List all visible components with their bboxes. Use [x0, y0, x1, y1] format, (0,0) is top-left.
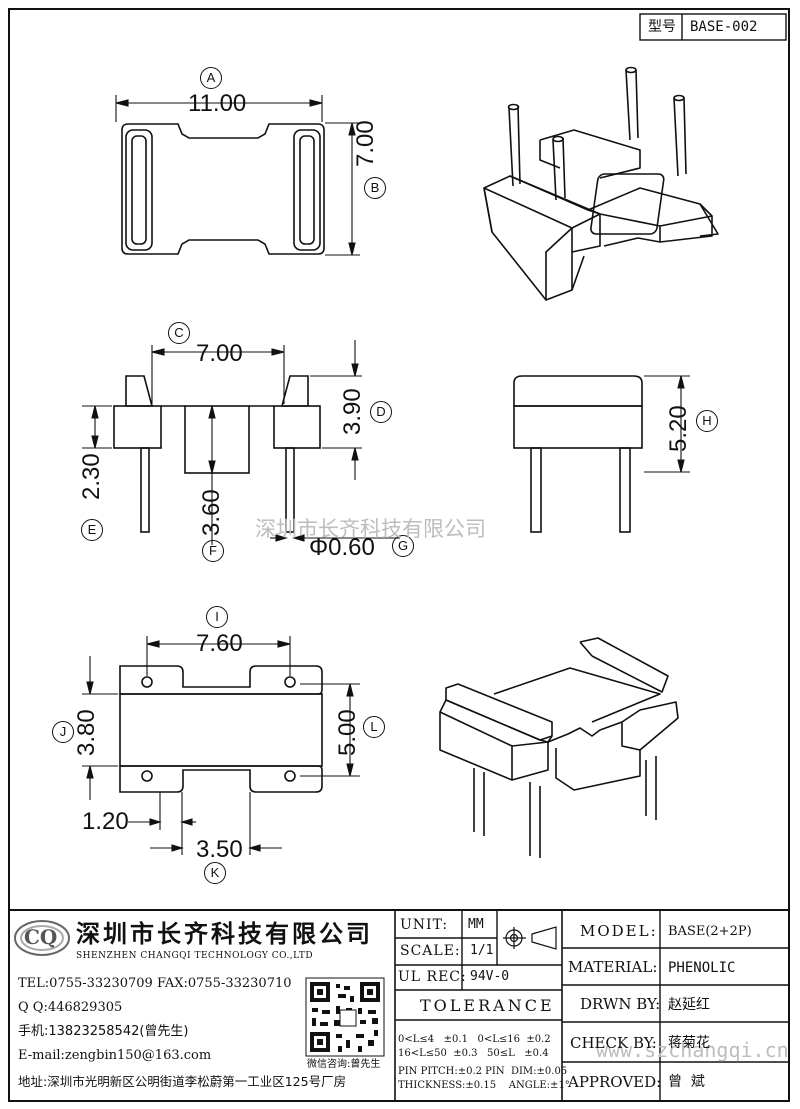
- type-label: 型号: [648, 19, 676, 35]
- label-f: F: [202, 540, 224, 562]
- company-mobile: 手机:13823258542(曾先生): [18, 1024, 189, 1039]
- company-name-en: SHENZHEN CHANGQI TECHNOLOGY CO.,LTD: [76, 951, 314, 961]
- dim-a-value: 11.00: [188, 90, 247, 117]
- company-qq: Q Q:446829305: [18, 1000, 123, 1015]
- unit-label: UNIT:: [400, 917, 449, 933]
- company-email: E-mail:zengbin150@163.com: [18, 1048, 212, 1063]
- scale-value: 1/1: [470, 943, 494, 958]
- label-b: B: [364, 177, 386, 199]
- outer-frame: [8, 8, 790, 1102]
- tolerance-row-1: 0<L≤4 ±0.1 0<L≤16 ±0.2: [398, 1034, 551, 1045]
- header-box: [639, 13, 787, 41]
- label-k: K: [204, 862, 226, 884]
- dim-b-value: 7.00: [352, 120, 379, 167]
- iso-view-bottom: [439, 637, 679, 858]
- tolerance-title: TOLERANCE: [420, 996, 555, 1015]
- company-logo: CQ: [24, 925, 58, 949]
- watermark-corner: www.szchangqi.cn: [596, 1038, 789, 1062]
- dim-side-value: 1.20: [82, 808, 129, 835]
- drawn-label: DRWN BY:: [580, 995, 661, 1013]
- front-view: [113, 375, 321, 533]
- model-value: BASE(2+2P): [668, 924, 752, 939]
- dim-i-value: 7.60: [196, 630, 243, 657]
- label-h: H: [696, 410, 718, 432]
- dim-j-value: 3.80: [73, 709, 100, 756]
- dimension-lines-top: [115, 95, 360, 256]
- iso-view-top: [483, 66, 719, 301]
- projection-symbol-icon: [503, 926, 557, 950]
- company-tel: TEL:0755-33230709 FAX:0755-33230710: [18, 976, 292, 991]
- company-address: 地址:深圳市光明新区公明街道李松蔚第一工业区125号厂房: [18, 1074, 347, 1089]
- ulrec-value: 94V-0: [470, 969, 510, 984]
- tolerance-row-4: THICKNESS:±0.15 ANGLE:±1°: [398, 1080, 570, 1091]
- material-value: PHENOLIC: [668, 960, 736, 976]
- dimension-lines-front: [82, 340, 400, 545]
- unit-value: MM: [468, 917, 484, 932]
- side-view: [513, 375, 643, 533]
- tolerance-row-3: PIN PITCH:±0.2 PIN DIM:±0.05: [398, 1066, 568, 1077]
- check-value: 蒋菊花: [668, 1035, 710, 1051]
- check-label: CHECK BY:: [570, 1034, 657, 1052]
- ulrec-label: UL REC:: [398, 969, 467, 985]
- dimension-lines-side: [644, 375, 690, 473]
- tolerance-row-2: 16<L≤50 ±0.3 50≤L ±0.4: [398, 1048, 549, 1059]
- approved-label: APPROVED:: [568, 1073, 662, 1091]
- label-d: D: [370, 401, 392, 423]
- label-i: I: [206, 606, 228, 628]
- top-view: [121, 123, 325, 255]
- company-name-cn: 深圳市长齐科技有限公司: [76, 920, 373, 948]
- dim-g-value: Φ0.60: [309, 534, 375, 561]
- dim-e-value: 2.30: [78, 453, 105, 500]
- dim-d-value: 3.90: [339, 388, 366, 435]
- dimension-lines-bottom: [82, 636, 360, 855]
- cq-logo-icon: [14, 920, 70, 956]
- material-label: MATERIAL:: [568, 958, 658, 976]
- label-e: E: [81, 519, 103, 541]
- label-a: A: [200, 67, 222, 89]
- qr-code-icon: [305, 977, 385, 1057]
- dim-f-value: 3.60: [198, 489, 225, 536]
- approved-value: 曾 斌: [668, 1074, 705, 1090]
- dim-c-value: 7.00: [196, 340, 243, 367]
- dim-l-value: 5.00: [334, 709, 361, 756]
- scale-label: SCALE:: [400, 943, 461, 959]
- qr-caption: 微信咨询:曾先生: [307, 1059, 381, 1070]
- model-label: MODEL:: [580, 922, 658, 940]
- drawn-value: 赵延红: [668, 997, 710, 1013]
- bottom-view: [119, 665, 323, 793]
- label-j: J: [52, 721, 74, 743]
- dim-h-value: 5.20: [665, 405, 692, 452]
- dim-k-value: 3.50: [196, 836, 243, 863]
- type-value: BASE-002: [690, 19, 758, 35]
- label-c: C: [168, 322, 190, 344]
- watermark-center: 深圳市长齐科技有限公司: [255, 517, 486, 541]
- label-g: G: [392, 535, 414, 557]
- label-l: L: [363, 716, 385, 738]
